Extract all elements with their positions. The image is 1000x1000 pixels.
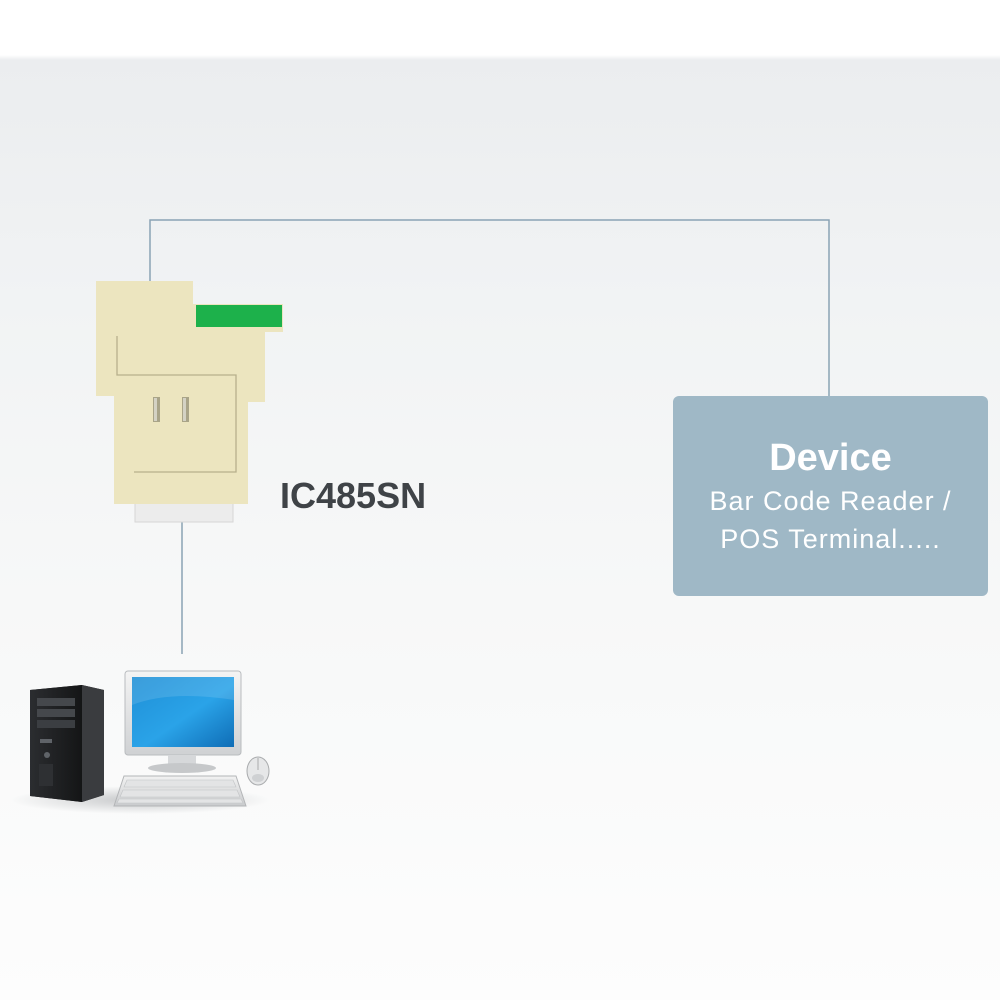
adapter-green-stripe: [196, 305, 282, 327]
rs232-rs485-adapter-icon: [96, 281, 283, 523]
computer-keyboard: [113, 775, 247, 807]
device-description-line: POS Terminal.....: [720, 524, 941, 554]
computer-monitor: [124, 670, 242, 773]
device-title: Device: [769, 437, 892, 479]
device-description-line: Bar Code Reader /: [709, 486, 952, 516]
connection-line-adapter-to-device: [149, 219, 830, 396]
device-box-label: Device Bar Code Reader / POS Terminal...…: [673, 396, 988, 596]
computer-tower: [30, 685, 104, 802]
adapter-model-label: IC485SN: [280, 475, 427, 516]
device-box: [673, 396, 988, 596]
desktop-computer-icon: [10, 670, 270, 814]
computer-mouse: [246, 756, 270, 786]
